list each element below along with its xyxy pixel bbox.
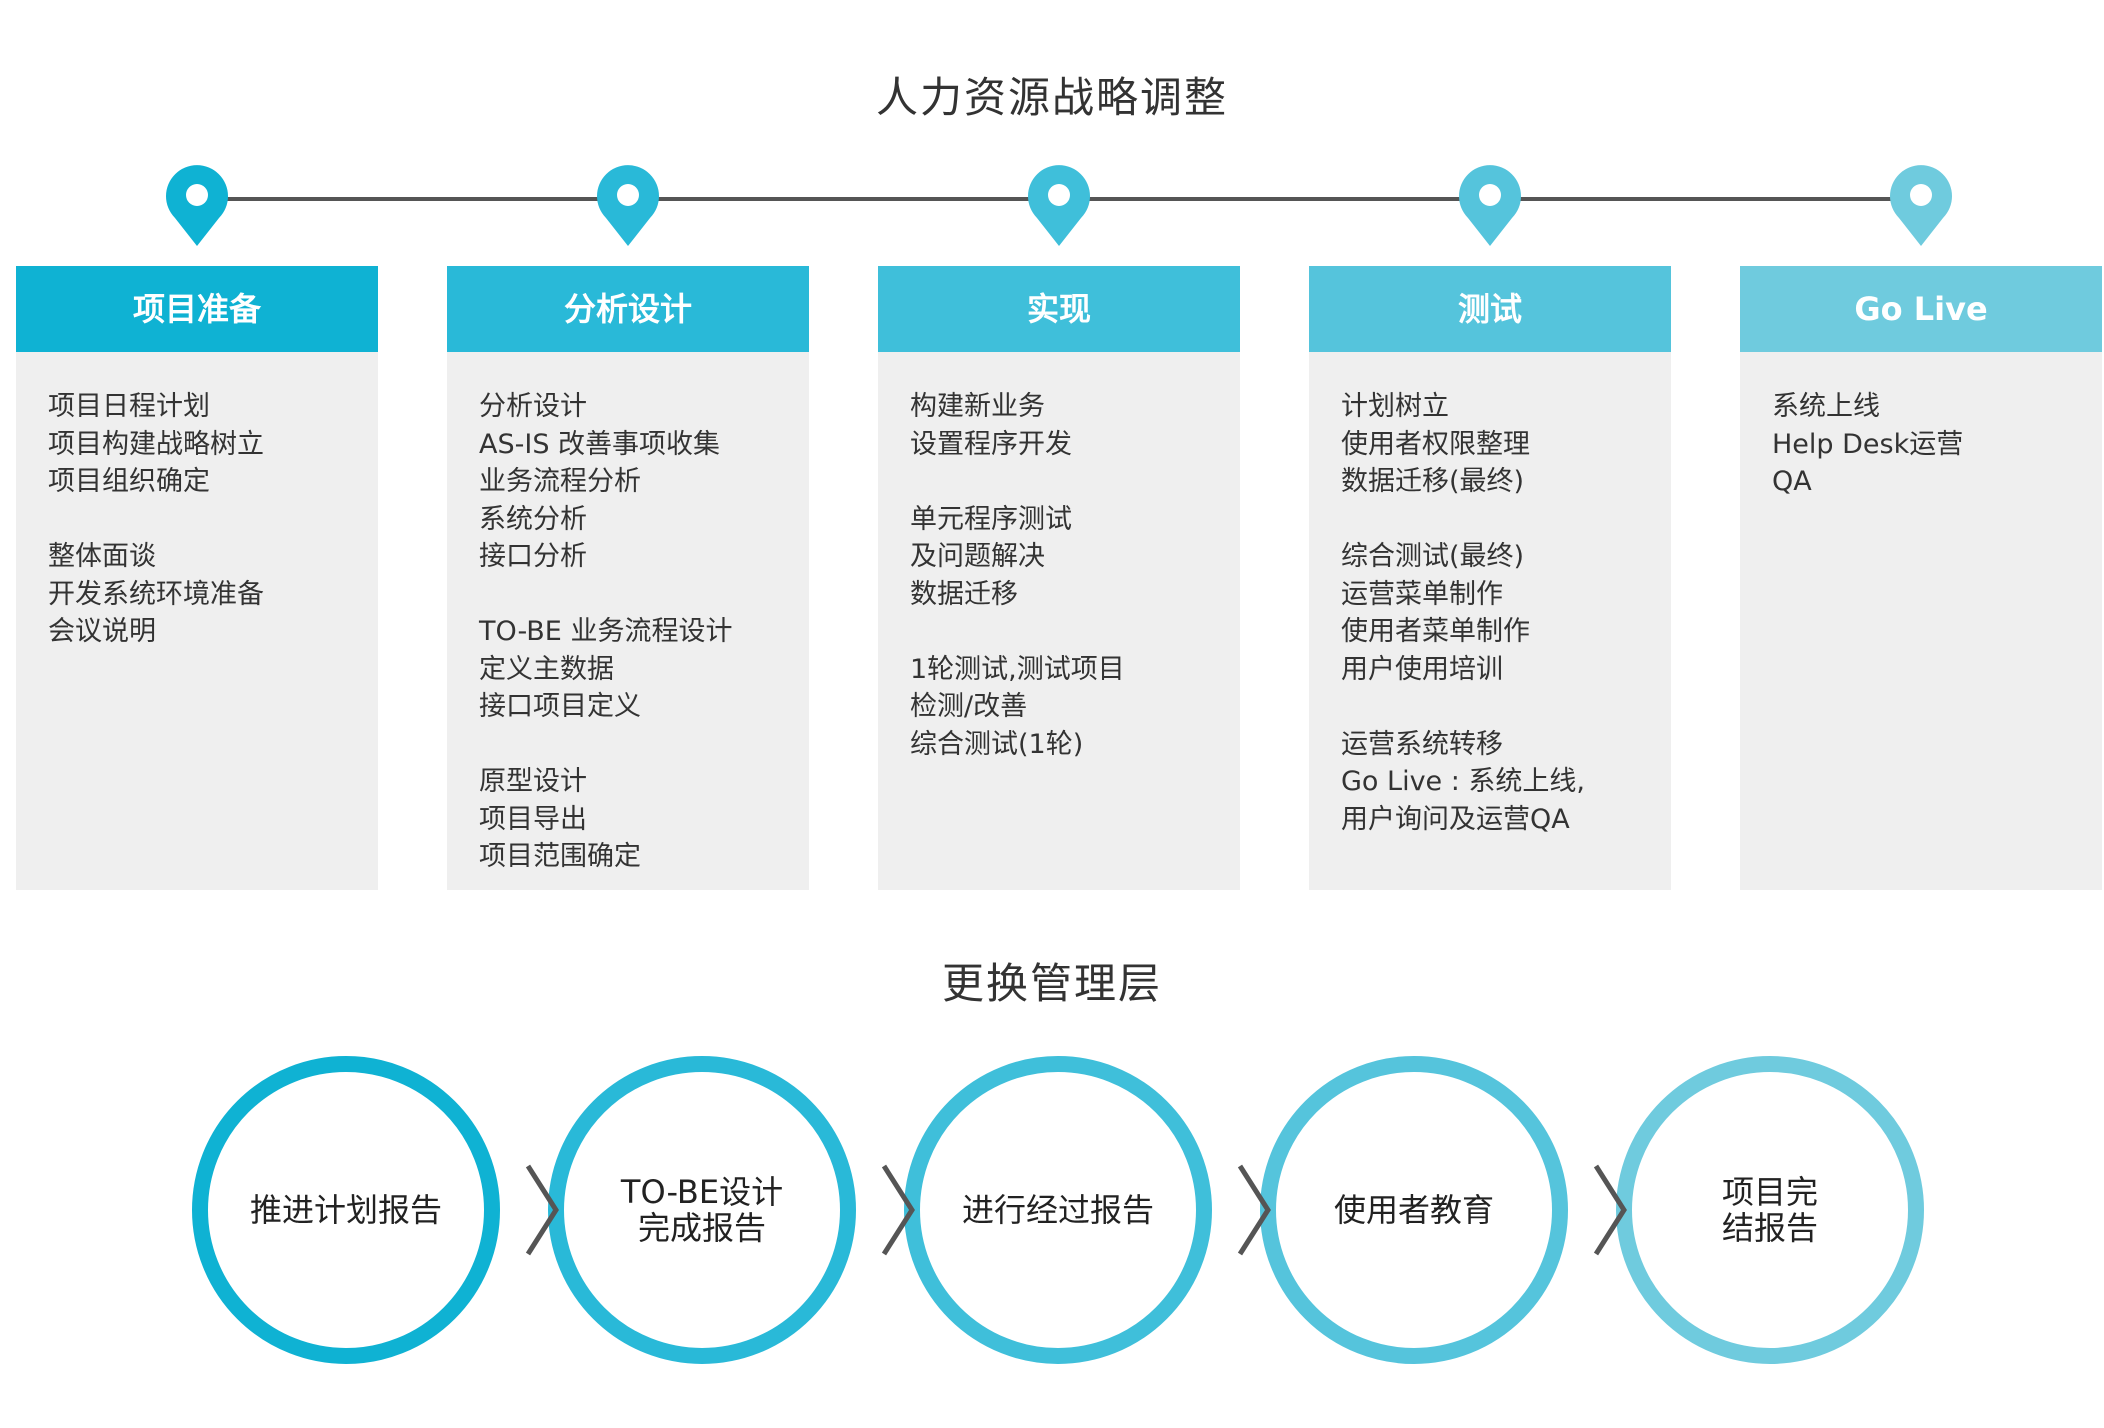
phase-task-item: 项目日程计划 (48, 391, 210, 422)
phase-task-item: 运营系统转移 (1341, 728, 1503, 760)
management-cycle (192, 1056, 1924, 1364)
phase-task-item: 接口项目定义 (479, 691, 641, 722)
phase-body: 分析设计 AS-IS 改善事项收集业务流程分析系统分析接口分析 TO-BE 业务流程… (447, 352, 809, 876)
bottom-section-title: 更换管理层 (941, 959, 1162, 1008)
cycle-step-label-line: 进行经过报告 (961, 1191, 1154, 1229)
cycle-step-label-line: 推进计划报告 (249, 1191, 442, 1229)
phase-task-item: 使用者权限整理 (1341, 428, 1530, 460)
phase-header: 项目准备 (16, 266, 378, 352)
phase-task-item: Help Desk运营 (1772, 428, 1964, 460)
phase-task-group: 项目日程计划项目构建战略树立项目组织确定 (48, 388, 378, 501)
cycle-step-label-line: 使用者教育 (1333, 1191, 1494, 1229)
phase-task-item: 使用者菜单制作 (1341, 616, 1530, 647)
phase-body: 构建新业务设置程序开发单元程序测试及问题解决数据迁移 1轮测试,测试项目检测/改善… (878, 352, 1240, 763)
cycle-step-label-line: TO-BE设计 (620, 1173, 784, 1211)
phase-body: 系统上线 Help Desk运营 QA (1740, 352, 2102, 501)
phase-task-item: 及问题解决 (910, 541, 1045, 572)
phase-task-item: 整体面谈 (48, 541, 156, 572)
phase-header: 测试 (1309, 266, 1671, 352)
phase-task-group: 整体面谈开发系统环境准备会议说明 (48, 538, 378, 651)
phase-task-item: 构建新业务 (910, 391, 1045, 422)
location-pin-icon (1028, 165, 1090, 246)
timeline (165, 165, 1952, 246)
phase-task-item: 数据迁移 (910, 578, 1018, 610)
location-pin-icon (165, 165, 228, 246)
phase-task-item: 设置程序开发 (910, 428, 1072, 460)
phase-task-item: 项目构建战略树立 (48, 428, 264, 460)
phase-task-group: 综合测试(最终) 运营菜单制作使用者菜单制作用户使用培训 (1341, 538, 1671, 688)
phase-task-item: AS-IS 改善事项收集 (479, 428, 721, 460)
phase-task-item: 单元程序测试 (910, 503, 1072, 535)
phase-header: Go Live (1740, 266, 2102, 352)
phase-column: 项目准备项目日程计划项目构建战略树立项目组织确定整体面谈开发系统环境准备会议说明 (16, 266, 378, 890)
phase-task-item: 综合测试(1轮) (910, 728, 1084, 760)
phase-task-item: 系统上线 (1772, 391, 1880, 422)
chevron-right-icon (1593, 1164, 1627, 1256)
phase-column: 测试计划树立使用者权限整理数据迁移(最终) 综合测试(最终) 运营菜单制作使用者菜单… (1309, 266, 1671, 890)
phase-task-group: 系统上线 Help Desk运营 QA (1772, 388, 2102, 501)
phase-task-group: 1轮测试,测试项目检测/改善综合测试(1轮) (910, 651, 1240, 764)
phase-task-item: 1轮测试,测试项目 (910, 653, 1125, 685)
phase-task-item: 检测/改善 (910, 691, 1028, 722)
cycle-step-label-line: 完成报告 (637, 1209, 766, 1247)
phase-task-group: 原型设计项目导出项目范围确定 (479, 763, 809, 876)
cycle-step-label: TO-BE设计完成报告 (572, 1174, 832, 1246)
cycle-step-label: 推进计划报告 (216, 1192, 476, 1228)
cycle-step-label: 项目完结报告 (1640, 1174, 1900, 1246)
phase-task-item: 项目组织确定 (48, 466, 210, 497)
phase-task-item: 定义主数据 (479, 653, 614, 685)
phase-header: 实现 (878, 266, 1240, 352)
cycle-step-label: 使用者教育 (1284, 1192, 1544, 1228)
cycle-step-label: 进行经过报告 (928, 1192, 1188, 1228)
phase-task-item: 综合测试(最终) (1341, 541, 1525, 572)
phase-task-item: 计划树立 (1341, 391, 1449, 422)
phase-task-item: 用户使用培训 (1341, 653, 1503, 685)
phase-task-item: Go Live : 系统上线, (1341, 766, 1586, 797)
phase-column: Go Live 系统上线 Help Desk运营 QA (1740, 266, 2102, 890)
cycle-step-circle (192, 1056, 500, 1364)
top-section-title: 人力资源战略调整 (875, 73, 1228, 122)
phase-task-item: 会议说明 (48, 616, 156, 647)
phase-task-item: TO-BE 业务流程设计 (479, 616, 733, 647)
phase-task-group: 构建新业务设置程序开发 (910, 388, 1240, 463)
phase-task-item: 项目范围确定 (479, 841, 641, 872)
location-pin-icon (1459, 165, 1521, 246)
location-pin-icon (1890, 165, 1952, 246)
phase-task-item: 分析设计 (479, 391, 587, 422)
phase-body: 计划树立使用者权限整理数据迁移(最终) 综合测试(最终) 运营菜单制作使用者菜单制作… (1309, 352, 1671, 838)
phase-task-item: 系统分析 (479, 503, 587, 535)
phase-task-group: 单元程序测试及问题解决数据迁移 (910, 501, 1240, 614)
phase-body: 项目日程计划项目构建战略树立项目组织确定整体面谈开发系统环境准备会议说明 (16, 352, 378, 651)
phase-task-group: TO-BE 业务流程设计定义主数据接口项目定义 (479, 613, 809, 726)
phase-task-item: 项目导出 (479, 803, 587, 835)
phase-task-item: QA (1772, 466, 1812, 497)
chevron-right-icon (525, 1164, 559, 1256)
cycle-step-label-line: 结报告 (1721, 1209, 1818, 1247)
phase-task-item: 数据迁移(最终) (1341, 466, 1525, 497)
chevron-right-icon (881, 1164, 915, 1256)
phase-task-item: 接口分析 (479, 541, 587, 572)
phase-task-item: 运营菜单制作 (1341, 578, 1503, 610)
phase-task-group: 计划树立使用者权限整理数据迁移(最终) (1341, 388, 1671, 501)
phase-header: 分析设计 (447, 266, 809, 352)
phase-task-group: 运营系统转移 Go Live : 系统上线, 用户询问及运营QA (1341, 726, 1671, 839)
location-pin-icon (597, 165, 660, 246)
phase-task-item: 用户询问及运营QA (1341, 803, 1570, 835)
phase-task-item: 业务流程分析 (479, 466, 641, 497)
phase-task-item: 原型设计 (479, 766, 587, 797)
phase-task-group: 分析设计 AS-IS 改善事项收集业务流程分析系统分析接口分析 (479, 388, 809, 576)
phase-column: 实现构建新业务设置程序开发单元程序测试及问题解决数据迁移 1轮测试,测试项目检测/… (878, 266, 1240, 890)
chevron-right-icon (1237, 1164, 1271, 1256)
phase-task-item: 开发系统环境准备 (48, 578, 264, 610)
cycle-step-label-line: 项目完 (1721, 1173, 1818, 1211)
